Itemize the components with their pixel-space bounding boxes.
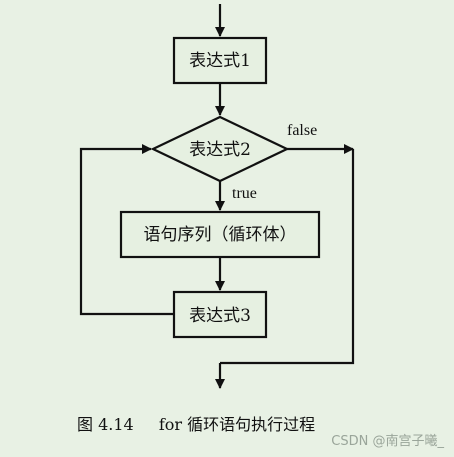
expr2-label: 表达式2 [189, 140, 251, 160]
loop-body-label: 语句序列（循环体） [144, 225, 297, 245]
false-branch-path [220, 149, 355, 365]
false-label: false [287, 122, 317, 139]
loop-back-path [79, 144, 174, 316]
csdn-watermark: CSDN @南宫子曦_ [331, 433, 444, 449]
figure-caption: 图 4.14 for 循环语句执行过程 [77, 415, 315, 434]
expr1-label: 表达式1 [189, 51, 251, 71]
figure-number: 图 4.14 [77, 415, 134, 434]
true-label: true [232, 185, 257, 202]
figure-title: for 循环语句执行过程 [159, 415, 315, 434]
expr3-box [172, 290, 268, 339]
expr3-label: 表达式3 [189, 306, 251, 326]
loop-body-box [119, 210, 321, 259]
